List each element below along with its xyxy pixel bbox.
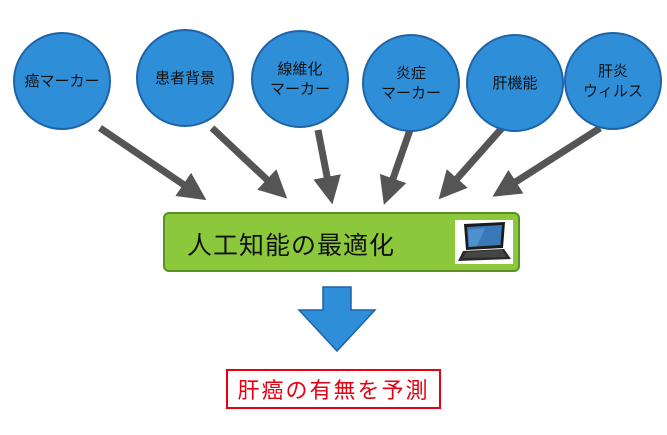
- input-node-label: 線維化 マーカー: [269, 60, 330, 98]
- input-node-liver-function: 肝機能: [466, 34, 564, 132]
- input-node-label: 患者背景: [154, 69, 215, 87]
- arrow-input-2: [209, 125, 288, 199]
- laptop-icon: [455, 220, 513, 264]
- input-node-label: 肝機能: [492, 74, 538, 92]
- input-node-label: 肝炎 ウィルス: [582, 62, 643, 100]
- input-node-cancer-marker: 癌マーカー: [13, 32, 111, 130]
- arrow-input-5: [438, 125, 505, 200]
- arrow-input-4: [379, 128, 414, 205]
- ai-optimization-label: 人工知能の最適化: [187, 231, 396, 260]
- input-node-label: 癌マーカー: [24, 72, 100, 90]
- down-arrow: [297, 286, 377, 353]
- arrow-input-6: [492, 125, 602, 197]
- prediction-result-box: 肝癌の有無を予測: [226, 369, 441, 409]
- input-node-hepatitis-virus: 肝炎 ウィルス: [564, 32, 662, 130]
- arrow-input-3: [313, 129, 341, 205]
- input-node-patient-background: 患者背景: [136, 29, 234, 127]
- input-node-label: 炎症 マーカー: [380, 64, 441, 102]
- prediction-result-label: 肝癌の有無を予測: [237, 379, 430, 404]
- arrow-input-1: [98, 125, 207, 201]
- input-node-fibrosis-marker: 線維化 マーカー: [251, 30, 349, 128]
- ai-optimization-box: 人工知能の最適化: [163, 212, 520, 272]
- input-node-inflammation-marker: 炎症 マーカー: [362, 34, 460, 132]
